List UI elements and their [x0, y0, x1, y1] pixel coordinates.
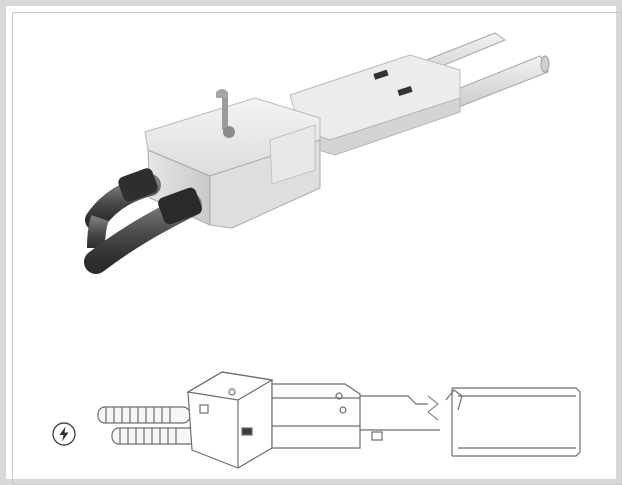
- lightning-bolt-icon: [52, 422, 76, 446]
- hose-left: [85, 168, 161, 249]
- hose-ribbed-upper: [97, 406, 191, 424]
- hose-ribbed-lower: [111, 427, 199, 445]
- top-key: [216, 89, 235, 138]
- housing-outline: [186, 371, 274, 469]
- carriage-outline: [271, 383, 361, 449]
- hose-right: [84, 187, 202, 274]
- rail-outline-short: [360, 395, 440, 441]
- rail-outline-long: [445, 387, 581, 457]
